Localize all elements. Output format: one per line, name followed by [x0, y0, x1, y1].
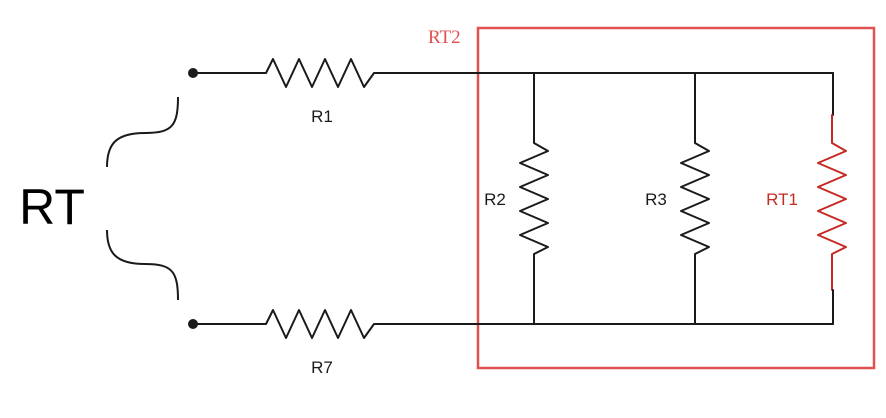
- bottom-brace: [106, 229, 179, 301]
- r2-resistor: [519, 72, 549, 325]
- rt2-box: [476, 26, 876, 370]
- r3-resistor: [680, 72, 710, 325]
- r3-label: R3: [645, 190, 667, 209]
- top-brace: [106, 96, 179, 168]
- r1-label: R1: [311, 107, 333, 126]
- r2-label: R2: [484, 190, 506, 209]
- r7-label: R7: [311, 358, 333, 377]
- top-wire: [192, 58, 834, 88]
- rt1-resistor: [817, 114, 847, 291]
- bottom-wire: [192, 309, 834, 339]
- rt-label: RT: [19, 179, 85, 235]
- rt2-label: RT2: [428, 27, 461, 48]
- rt1-label: RT1: [766, 190, 798, 209]
